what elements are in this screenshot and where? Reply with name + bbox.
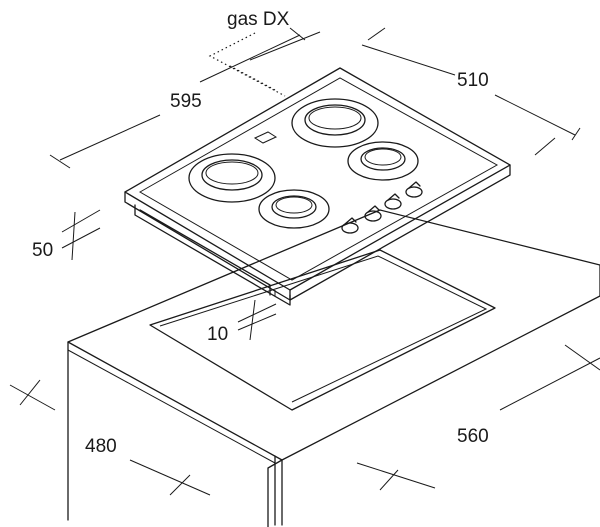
burner-front-small [258, 189, 330, 229]
dimension-50-label: 50 [32, 240, 53, 261]
knob-4 [405, 181, 423, 198]
dimension-50: 50 [32, 209, 101, 261]
burner-rear-large [291, 98, 379, 148]
knob-3 [384, 193, 402, 210]
dimension-595: 595 [49, 27, 321, 169]
dimension-480-label: 480 [85, 436, 117, 457]
dimension-510-label: 510 [457, 70, 489, 91]
knob-1 [341, 217, 359, 234]
knob-2 [364, 205, 382, 222]
dimension-480: 480 [9, 379, 211, 496]
ignition-panel [253, 131, 278, 144]
cutout-opening [149, 249, 496, 411]
gas-connection-indicator: gas DX [208, 9, 290, 97]
control-knobs [341, 181, 423, 234]
hob-body [124, 67, 511, 306]
dimension-595-label: 595 [170, 91, 202, 112]
gas-label: gas DX [227, 9, 290, 30]
dimension-560-label: 560 [457, 426, 489, 447]
burner-left-large [188, 153, 276, 203]
dimension-10: 10 [207, 299, 277, 345]
dimension-510: 510 [361, 27, 581, 156]
burner-right-small [347, 141, 419, 181]
dimension-10-label: 10 [207, 324, 228, 345]
dimension-560: 560 [356, 344, 600, 491]
countertop [67, 209, 600, 527]
